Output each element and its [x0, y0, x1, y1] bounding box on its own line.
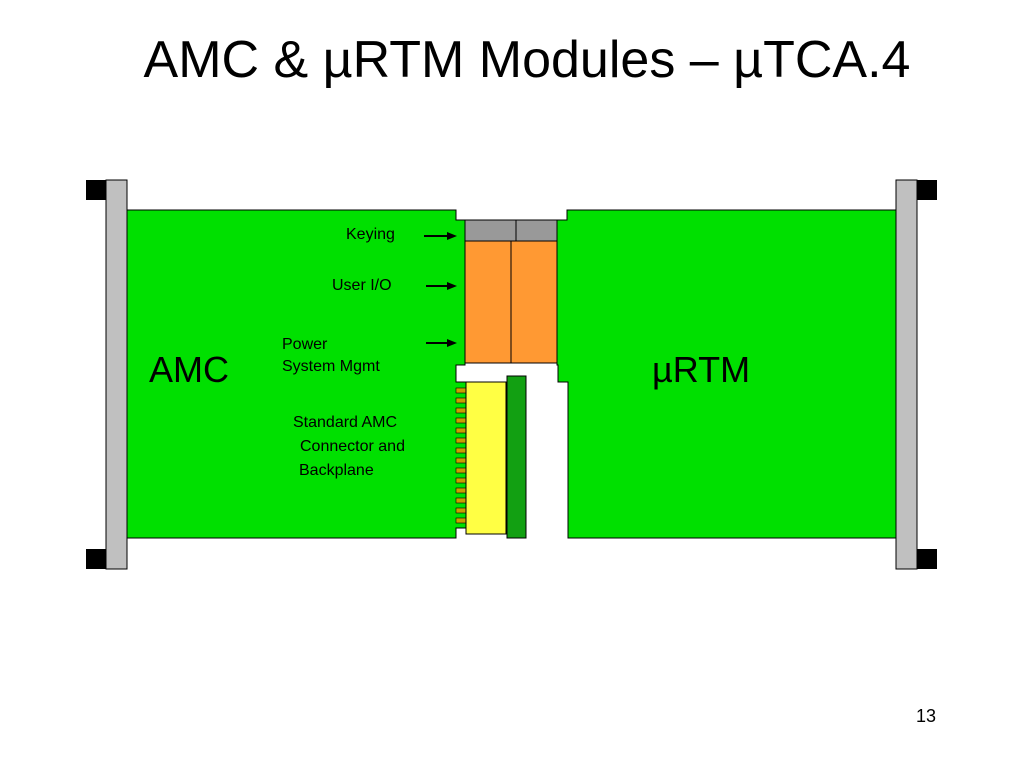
user-io-label: User I/O — [332, 277, 392, 294]
amc-connector — [465, 381, 507, 535]
backplane — [506, 375, 527, 539]
slide-title: AMC & µRTM Modules – µTCA.4 — [143, 31, 911, 89]
arrow-icon — [424, 232, 457, 240]
connector-label: Standard AMC Connector and Backplane — [292, 411, 405, 483]
connector-label-line: Connector and — [300, 438, 405, 455]
urtm-front-panel — [895, 179, 918, 570]
amc-connector-pins — [455, 387, 467, 524]
keying-block-urtm — [515, 219, 558, 242]
page-number: 13 — [915, 706, 936, 726]
amc-panel-latch-bottom — [86, 549, 106, 569]
amc-label: AMC — [149, 349, 229, 390]
user-io-connector-amc — [464, 240, 512, 364]
urtm-board — [556, 209, 897, 539]
arrow-icon — [426, 282, 457, 290]
connector-label-line: Standard AMC — [293, 414, 398, 431]
urtm-panel-latch-bottom — [917, 549, 937, 569]
keying-block-amc — [464, 219, 517, 242]
arrow-icon — [426, 339, 457, 347]
urtm-label: µRTM — [652, 349, 751, 390]
power-label-line: Power — [282, 336, 328, 353]
urtm-panel-latch-top — [917, 180, 937, 200]
amc-panel-latch-top — [86, 180, 106, 200]
keying-label: Keying — [346, 226, 395, 243]
power-label-line: System Mgmt — [282, 358, 380, 375]
connector-label-line: Backplane — [299, 462, 374, 479]
amc-board — [126, 209, 467, 539]
user-io-connector-urtm — [510, 240, 558, 364]
amc-front-panel — [105, 179, 128, 570]
power-label: Power System Mgmt — [282, 334, 380, 378]
